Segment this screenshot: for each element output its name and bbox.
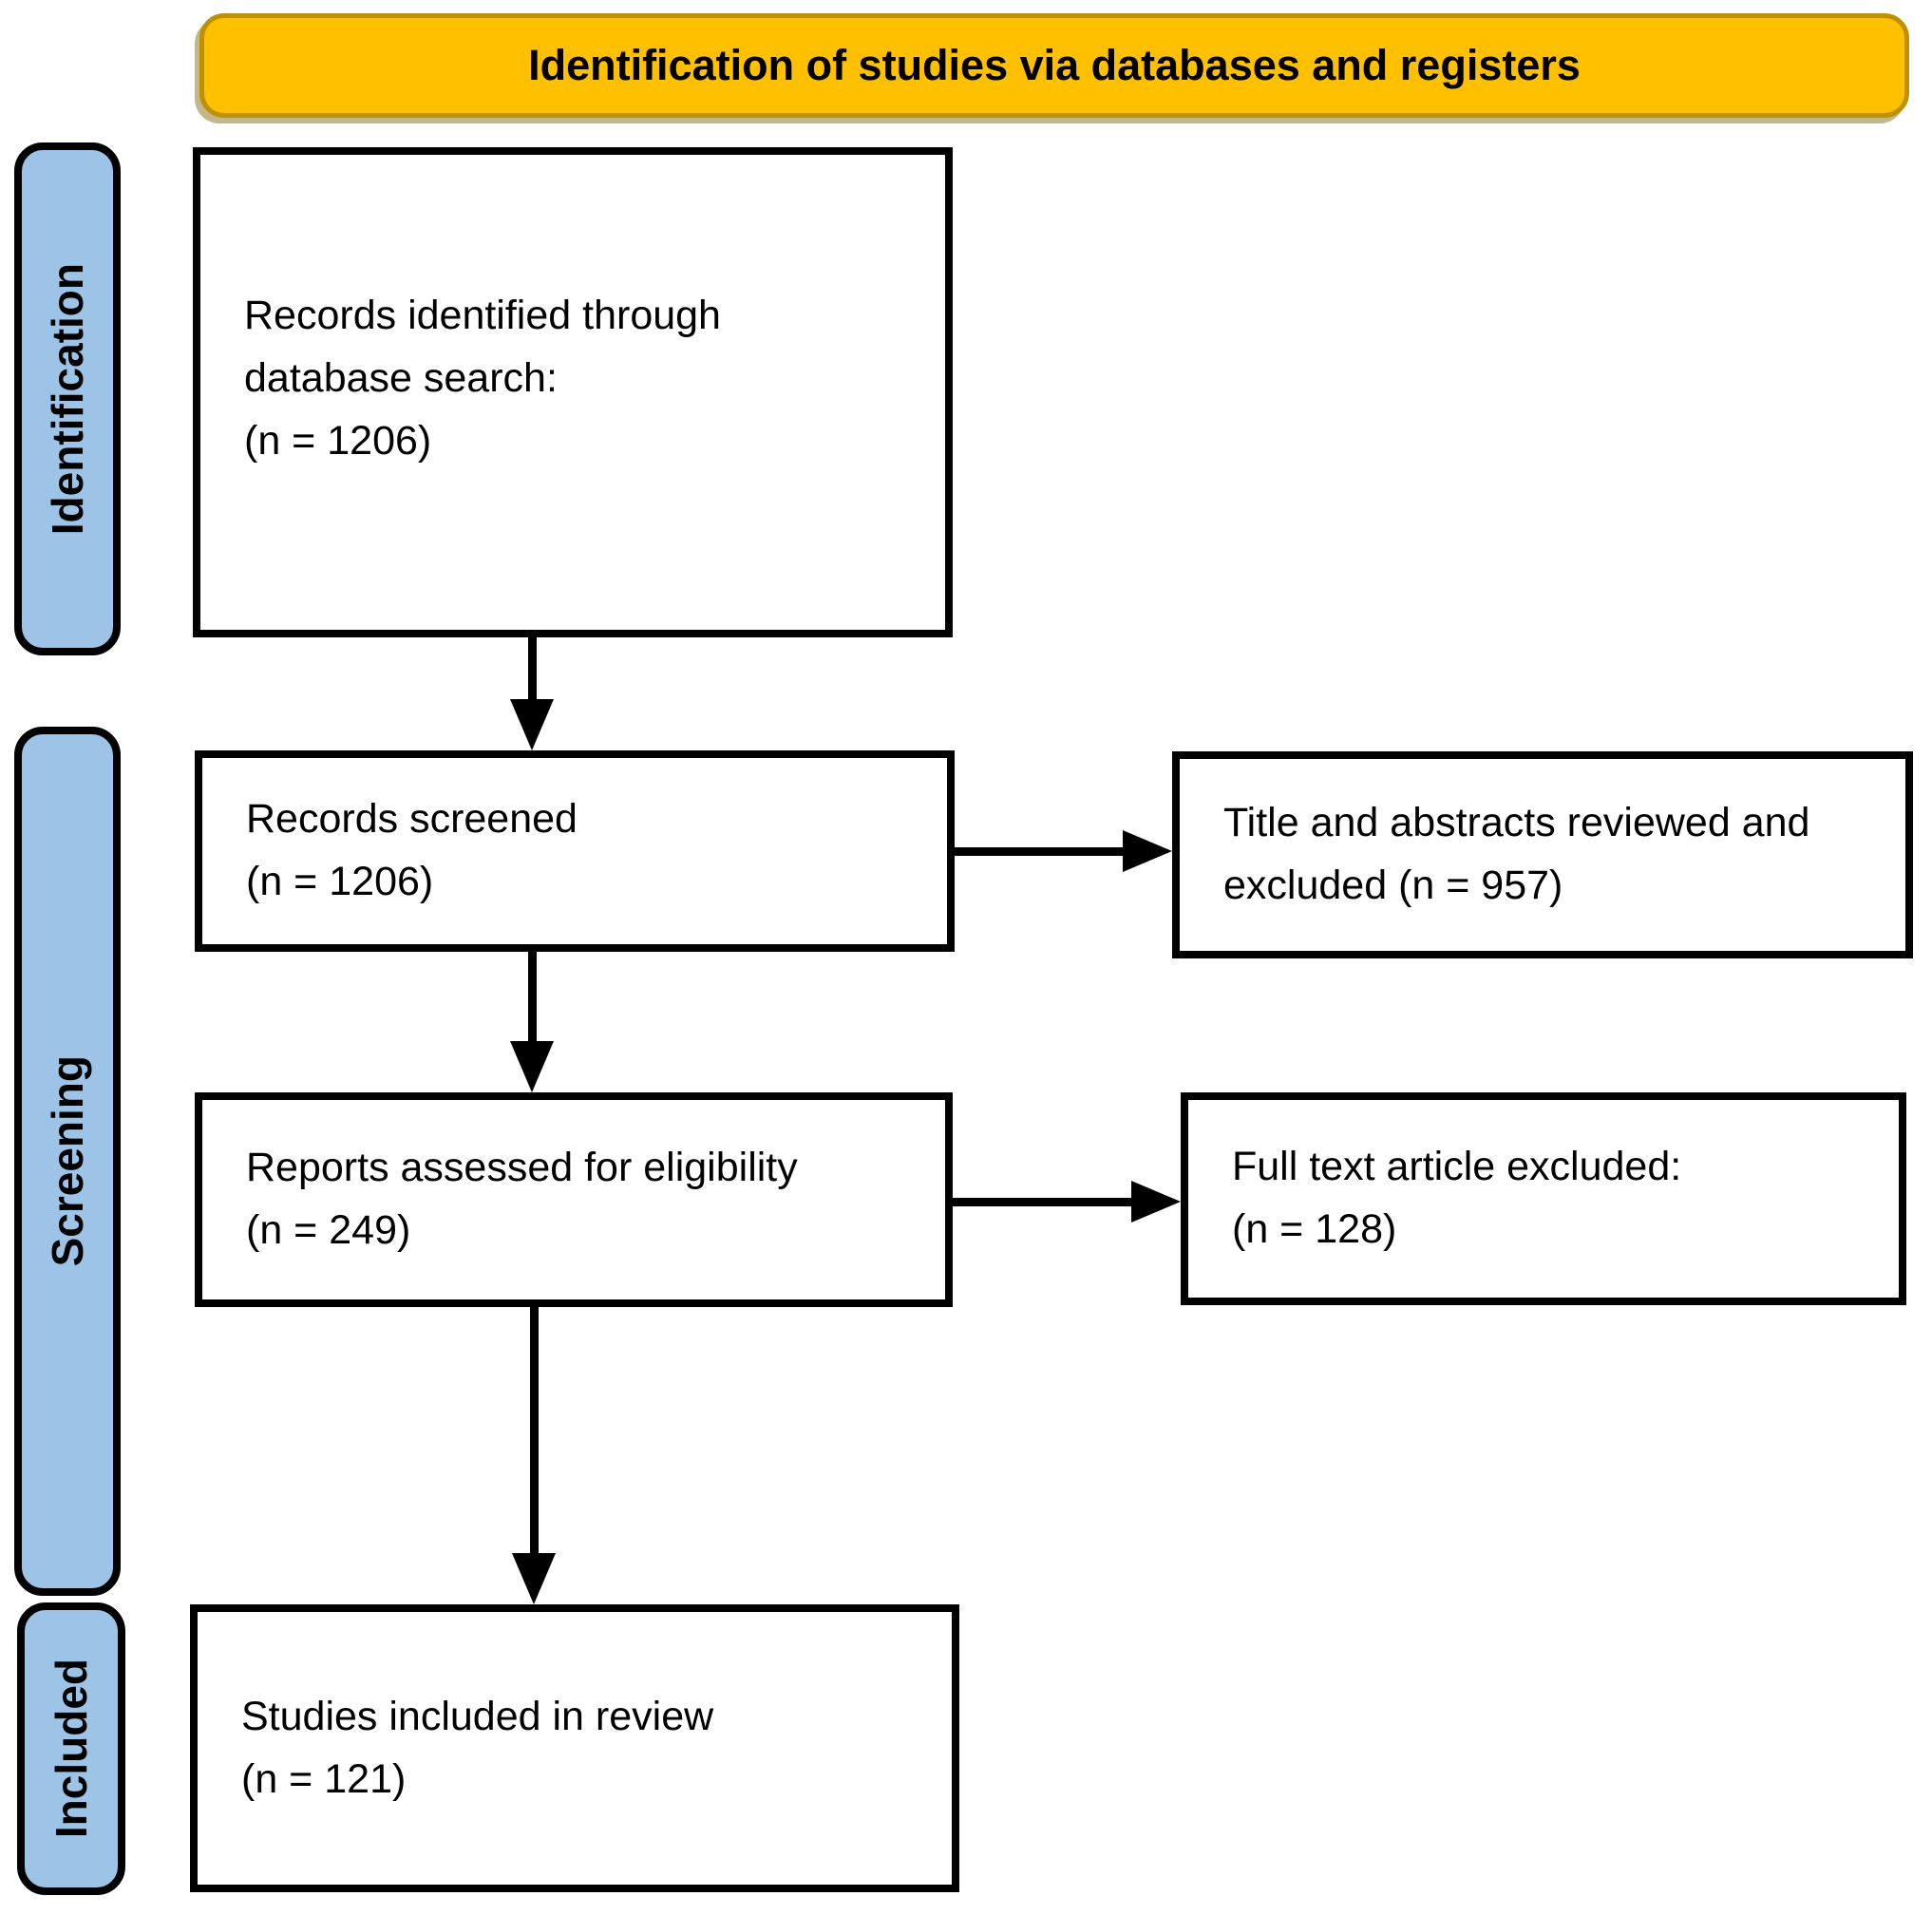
box-records-screened: Records screened (n = 1206)	[195, 750, 955, 952]
arrow-shaft	[527, 637, 537, 703]
arrow-screened-to-excluded	[955, 826, 1172, 876]
banner-title: Identification of studies via databases …	[528, 41, 1581, 89]
stage-screening: Screening	[14, 727, 121, 1596]
box-records-identified-text: Records identified through database sear…	[244, 293, 721, 464]
stage-included-label: Included	[47, 1659, 96, 1839]
arrow-shaft	[955, 846, 1127, 856]
arrow-assessed-to-fulltext-excluded	[953, 1177, 1181, 1226]
arrowhead-down-icon	[510, 699, 554, 750]
box-studies-included-text: Studies included in review (n = 121)	[241, 1693, 714, 1802]
arrowhead-right-icon	[1131, 1181, 1181, 1223]
box-title-abstracts-excluded-text: Title and abstracts reviewed and exclude…	[1223, 800, 1810, 908]
arrow-identified-to-screened	[507, 637, 557, 750]
arrow-shaft	[529, 1307, 539, 1557]
arrowhead-down-icon	[510, 1041, 554, 1092]
box-fulltext-excluded-text: Full text article excluded: (n = 128)	[1232, 1144, 1682, 1252]
stage-included: Included	[17, 1602, 125, 1895]
box-reports-assessed: Reports assessed for eligibility (n = 24…	[195, 1092, 953, 1307]
arrow-assessed-to-included	[509, 1307, 559, 1604]
box-title-abstracts-excluded: Title and abstracts reviewed and exclude…	[1172, 751, 1913, 958]
arrow-shaft	[527, 952, 537, 1045]
arrow-screened-to-assessed	[507, 952, 557, 1092]
arrowhead-down-icon	[512, 1553, 556, 1604]
stage-identification-label: Identification	[43, 262, 92, 536]
box-studies-included: Studies included in review (n = 121)	[190, 1604, 959, 1892]
arrowhead-right-icon	[1123, 830, 1172, 872]
box-records-identified: Records identified through database sear…	[193, 147, 953, 637]
stage-identification: Identification	[14, 142, 121, 655]
box-reports-assessed-text: Reports assessed for eligibility (n = 24…	[246, 1145, 798, 1253]
stage-screening-label: Screening	[43, 1055, 92, 1267]
header-banner: Identification of studies via databases …	[199, 13, 1909, 118]
box-records-screened-text: Records screened (n = 1206)	[246, 796, 578, 904]
arrow-shaft	[953, 1197, 1135, 1206]
box-fulltext-excluded: Full text article excluded: (n = 128)	[1181, 1092, 1906, 1305]
